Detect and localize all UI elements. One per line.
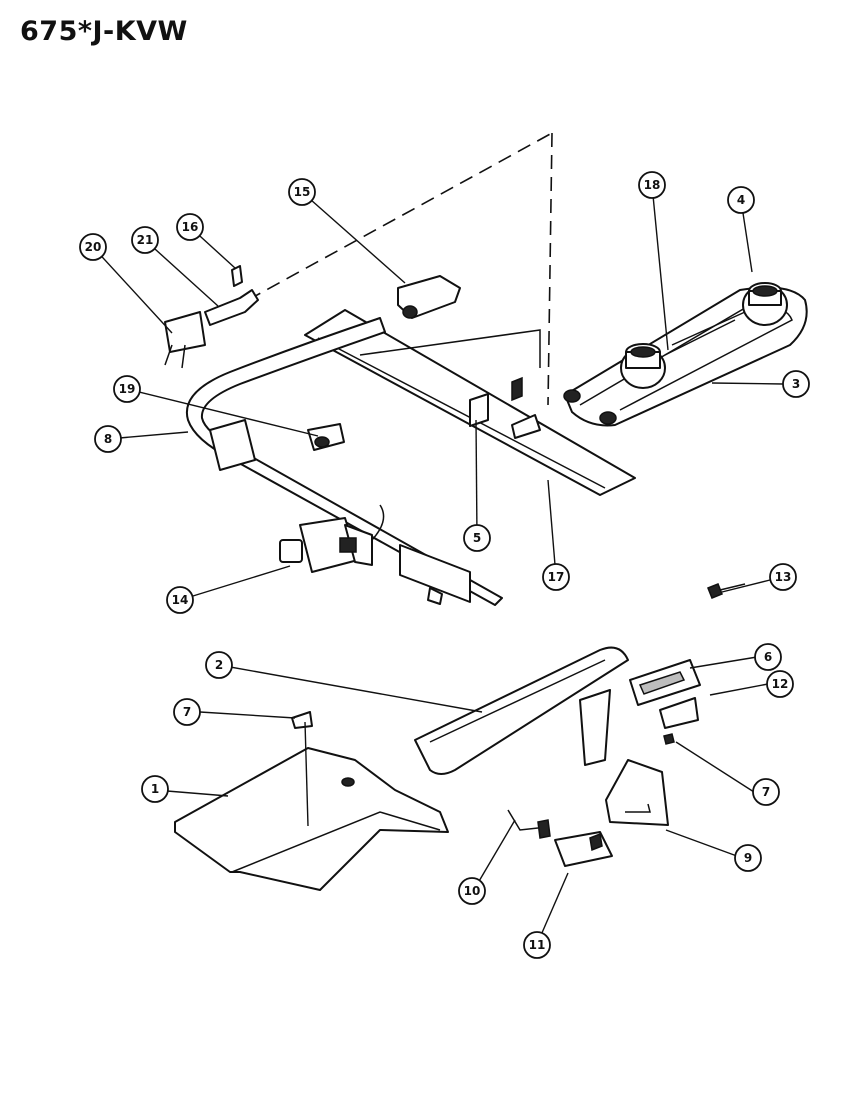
igniter-bracket [629,659,701,745]
svg-text:13: 13 [775,570,792,584]
svg-text:17: 17 [548,570,565,584]
callout-7-right: 7 [752,778,780,806]
spark-module [507,809,613,867]
svg-text:7: 7 [762,785,770,799]
callout-13: 17 [542,563,570,591]
svg-text:10: 10 [464,884,481,898]
svg-text:3: 3 [792,377,800,391]
model-title: 675*J-KVW [20,16,188,47]
callout-17: 10 [458,877,486,905]
svg-text:12: 12 [772,677,789,691]
callout-6: 6 [754,643,782,671]
callout-15: 14 [166,586,194,614]
svg-text:21: 21 [137,233,154,247]
valve-assembly [279,504,385,573]
callout-10: 16 [176,213,204,241]
callout-21: 21 [131,226,159,254]
callout-19: 11 [523,931,551,959]
callout-1: 1 [141,775,169,803]
callout-14: 20 [79,233,107,261]
small-parts [164,265,746,599]
callout-18: 13 [769,563,797,591]
callout-16: 18 [638,171,666,199]
svg-text:2: 2 [215,658,223,672]
svg-text:14: 14 [172,593,189,607]
svg-text:15: 15 [294,185,311,199]
svg-text:5: 5 [473,531,481,545]
callout-11: 9 [734,844,762,872]
gas-manifold-pipe [185,317,503,606]
callout-4: 4 [727,186,755,214]
callout-5: 5 [463,524,491,552]
svg-text:19: 19 [119,382,136,396]
oven-floor-plate [174,711,449,891]
svg-text:9: 9 [744,851,752,865]
svg-text:16: 16 [182,220,199,234]
svg-text:11: 11 [529,938,546,952]
callout-3: 3 [782,370,810,398]
svg-text:8: 8 [104,432,112,446]
svg-text:6: 6 [764,650,772,664]
callout-20: 19 [113,375,141,403]
svg-text:7: 7 [183,705,191,719]
callout-2: 2 [205,651,233,679]
burner-assembly [563,282,808,427]
svg-text:20: 20 [85,240,102,254]
burner-box [414,646,629,775]
leader-lines [92,184,784,943]
svg-text:4: 4 [737,193,745,207]
mounting-bracket [605,759,669,826]
callout-8: 8 [94,425,122,453]
callout-12: 12 [766,670,794,698]
svg-text:1: 1 [151,782,159,796]
svg-text:18: 18 [644,178,661,192]
callout-9: 15 [288,178,316,206]
callout-7-top: 7 [173,698,201,726]
manifold-channel [304,309,636,496]
